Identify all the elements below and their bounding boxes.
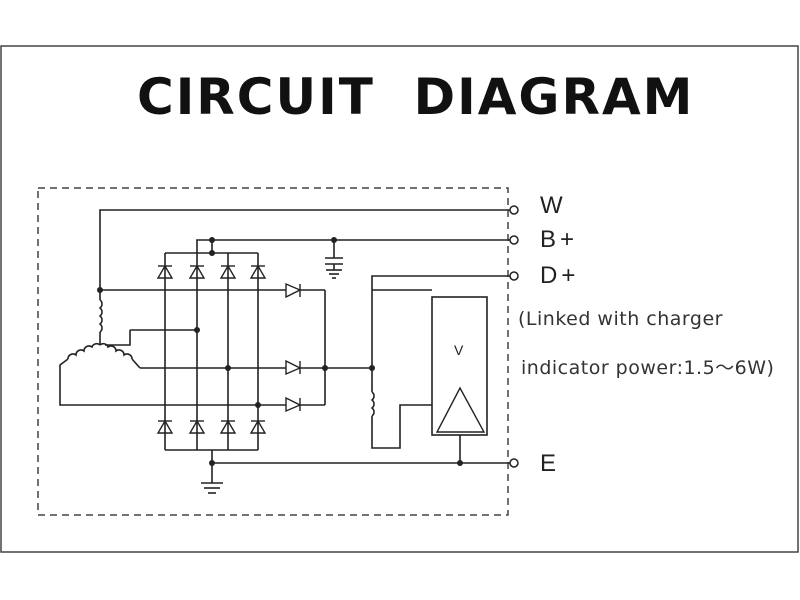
voltage-regulator <box>372 289 488 463</box>
page-title: CIRCUIT DIAGRAM <box>137 68 695 126</box>
field-winding <box>370 368 432 449</box>
rectifier-bridge <box>156 253 267 451</box>
alternator-enclosure <box>37 187 509 516</box>
page-border <box>0 45 799 553</box>
stator-winding <box>59 290 141 380</box>
w-terminal-circle[interactable] <box>509 205 519 215</box>
note-line-1: (Linked with charger <box>518 308 723 330</box>
w-line <box>99 205 519 290</box>
terminal-label-w: W <box>540 192 563 219</box>
d-plus-terminal-circle[interactable] <box>509 271 519 281</box>
regulator-label: V <box>454 342 464 358</box>
terminal-label-e: E <box>540 450 557 477</box>
e-terminal-circle[interactable] <box>509 458 519 468</box>
capacitor <box>325 240 343 279</box>
phase-lines <box>59 282 375 413</box>
b-plus-terminal-circle[interactable] <box>509 235 519 245</box>
e-line <box>201 450 519 494</box>
d-plus-line <box>371 271 519 368</box>
terminal-label-b-plus: B+ <box>540 226 579 253</box>
note-line-2: indicator power:1.5～6W) <box>521 357 775 379</box>
b-plus-line <box>165 235 519 256</box>
terminal-label-d-plus: D+ <box>540 262 580 289</box>
